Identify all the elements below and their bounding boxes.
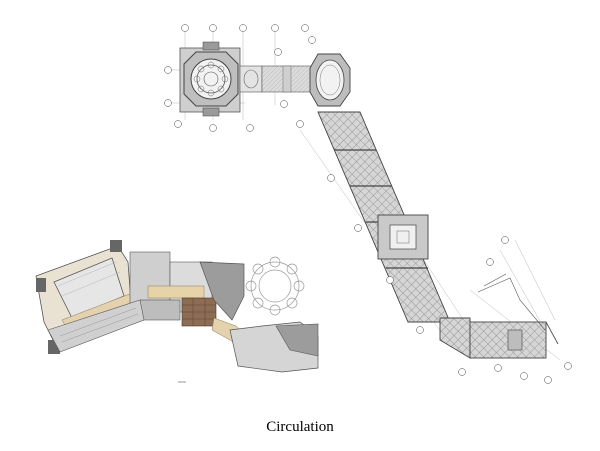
site-plan xyxy=(35,240,319,383)
detail-plan xyxy=(164,24,351,132)
figure-caption: Circulation xyxy=(266,419,334,435)
rotunda xyxy=(179,41,241,117)
vestibule xyxy=(239,65,263,93)
top-corridor xyxy=(261,65,313,93)
rotunda-outline xyxy=(245,256,305,316)
diagonal-gallery xyxy=(299,111,572,384)
oval-hall xyxy=(309,53,351,107)
